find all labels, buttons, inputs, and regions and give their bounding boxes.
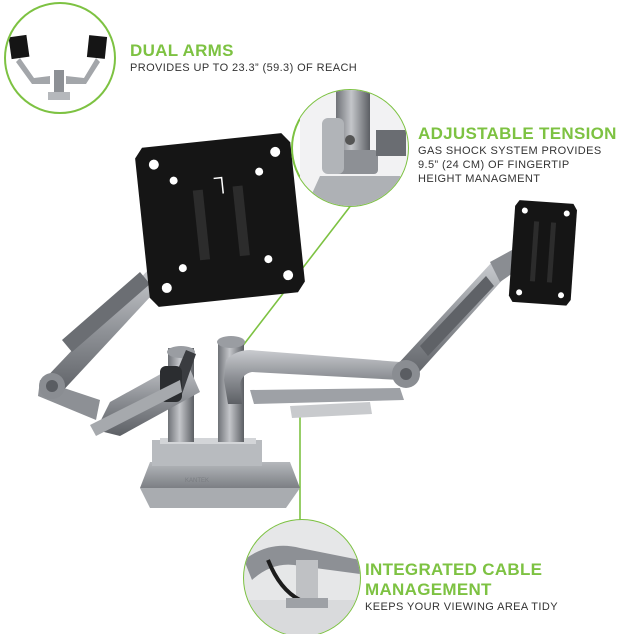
cable-management-label: INTEGRATED CABLE MANAGEMENT KEEPS YOUR V… <box>365 560 640 614</box>
dual-arms-description: PROVIDES UP TO 23.3” (59.3) OF REACH <box>130 62 358 74</box>
right-vesa-plate <box>508 200 577 306</box>
right-arm <box>224 250 520 418</box>
adjustable-tension-description-line-1: GAS SHOCK SYSTEM PROVIDES <box>418 145 602 157</box>
dual-arms-title: DUAL ARMS <box>130 41 234 60</box>
cable-management-description: KEEPS YOUR VIEWING AREA TIDY <box>365 601 558 613</box>
adjustable-tension-label: ADJUSTABLE TENSION GAS SHOCK SYSTEM PROV… <box>418 124 633 186</box>
desk-clamp-base: KANTEK <box>140 438 300 508</box>
adjustable-tension-title: ADJUSTABLE TENSION <box>418 124 617 143</box>
adjustable-tension-description-line-2: 9.5” (24 CM) OF FINGERTIP <box>418 159 570 171</box>
adjustable-tension-description-line-3: HEIGHT MANAGMENT <box>418 173 541 185</box>
dual-arms-callout <box>4 2 116 114</box>
base-brand-text: KANTEK <box>185 478 209 484</box>
cable-management-title: INTEGRATED CABLE MANAGEMENT <box>365 560 543 599</box>
left-vesa-plate <box>135 133 305 307</box>
dual-arms-label: DUAL ARMS PROVIDES UP TO 23.3” (59.3) OF… <box>130 41 357 75</box>
adjustable-tension-callout <box>291 89 409 207</box>
cable-management-callout <box>243 519 361 634</box>
